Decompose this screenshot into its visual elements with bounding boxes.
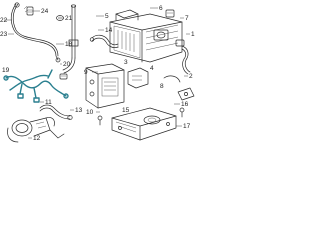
callout-10: 10	[86, 109, 94, 116]
sensor-part	[163, 75, 195, 101]
callout-18: 18	[65, 41, 73, 48]
callout-3: 3	[124, 59, 128, 66]
parts-diagram: 24 22 23 21 18 20 5 14 6 7 1 2 9 10 16 1…	[0, 2, 195, 143]
callout-16: 16	[181, 101, 189, 108]
callout-1: 1	[191, 31, 195, 38]
top-connector-part	[165, 9, 185, 47]
base-tray-part	[111, 107, 177, 141]
vertical-pipe-part	[62, 4, 79, 74]
main-housing-part	[109, 9, 183, 63]
callout-22: 22	[0, 17, 8, 24]
highlighted-wiring-harness	[3, 69, 69, 103]
pump-motor-part	[7, 117, 65, 143]
callout-24: 24	[41, 8, 49, 15]
callout-19: 19	[2, 67, 10, 74]
callout-6: 6	[159, 5, 163, 12]
callout-23: 23	[0, 31, 8, 38]
callout-21: 21	[65, 15, 73, 22]
callout-13: 13	[75, 107, 83, 114]
callout-20: 20	[63, 61, 71, 68]
callout-12: 12	[33, 135, 41, 142]
callout-11: 11	[45, 99, 52, 106]
callout-15: 15	[122, 107, 130, 114]
callout-4: 4	[150, 65, 154, 72]
mount-bracket-part	[127, 67, 149, 89]
callout-2: 2	[189, 73, 193, 80]
leader-lines	[4, 7, 190, 139]
callout-17: 17	[183, 123, 191, 130]
harness-hose-part	[10, 2, 61, 63]
callout-8: 8	[160, 83, 164, 90]
callout-7: 7	[185, 15, 189, 22]
harness-connector-part	[59, 73, 68, 80]
bolt-part	[97, 107, 185, 126]
callout-labels: 24 22 23 21 18 20 5 14 6 7 1 2 9 10 16 1…	[0, 5, 195, 142]
callout-5: 5	[105, 13, 109, 20]
callout-9: 9	[84, 69, 88, 76]
right-hose-part	[181, 45, 191, 75]
upper-hose-part	[89, 34, 119, 48]
callout-14: 14	[105, 27, 113, 34]
control-module-part	[85, 63, 125, 109]
lower-hose-part	[39, 104, 73, 121]
